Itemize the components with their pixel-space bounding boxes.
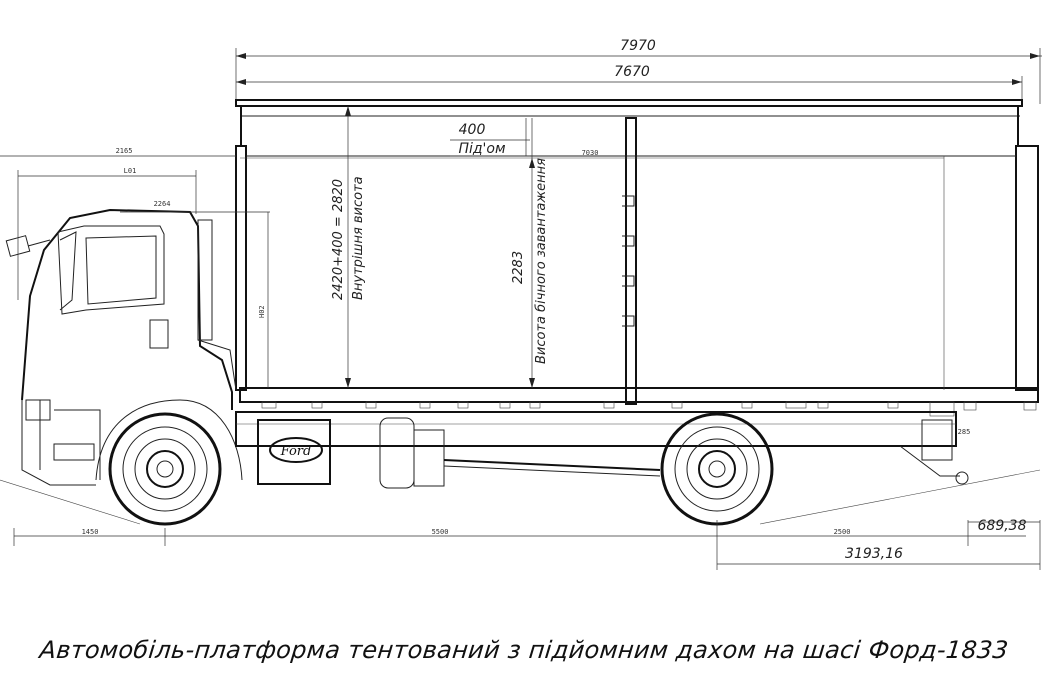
truck-cab — [5, 208, 243, 486]
roof-lift-value: 400 — [459, 122, 486, 138]
bottom-dimensions: 1450 5500 2500 3193,16 689,38 285 — [0, 428, 1041, 570]
inner-height-value: 2420+400 = 2820 — [331, 179, 346, 300]
l01-label: L01 — [124, 167, 137, 175]
cargo-body: 7030 — [235, 99, 1039, 417]
cab-height-value: 2264 — [154, 200, 171, 208]
angle-offset-value: 689,38 — [978, 518, 1027, 534]
rear-wheelbase-value: 2500 — [834, 528, 851, 536]
body-length-value: 7670 — [614, 64, 650, 80]
chassis-frame: Ford — [235, 411, 969, 489]
drawing-caption: Автомобіль-платформа тентований з підйом… — [38, 636, 1010, 664]
roof-lift-label: Під'ом — [458, 141, 506, 157]
inner-height-dimension: 2420+400 = 2820 Внутрішня висота — [331, 106, 366, 388]
side-height-label: Висота бічного завантаження — [534, 158, 549, 364]
hitch-height-value: 285 — [958, 428, 971, 436]
cab-to-axle-value: 2165 — [116, 147, 133, 155]
h02-label: H02 — [258, 305, 266, 318]
body-length-dimension: 7670 — [236, 64, 1023, 104]
rear-wheel — [660, 412, 774, 526]
roof-lift-dimension: 400 Під'ом — [450, 118, 530, 157]
inner-length-value: 7030 — [582, 149, 599, 157]
wheelbase-value: 5500 — [432, 528, 449, 536]
overall-length-value: 7970 — [620, 38, 656, 54]
ford-logo: Ford — [280, 444, 312, 459]
side-height-value: 2283 — [511, 251, 526, 284]
side-height-dimension: 2283 Висота бічного завантаження — [511, 118, 549, 388]
cab-dimensions: 2165 L01 2264 H02 — [0, 147, 270, 388]
inner-height-label: Внутрішня висота — [351, 176, 366, 300]
front-overhang-value: 1450 — [82, 528, 99, 536]
rear-overhang-value: 3193,16 — [845, 546, 903, 562]
front-wheel — [108, 412, 222, 526]
overall-length-dimension: 7970 — [235, 38, 1042, 104]
